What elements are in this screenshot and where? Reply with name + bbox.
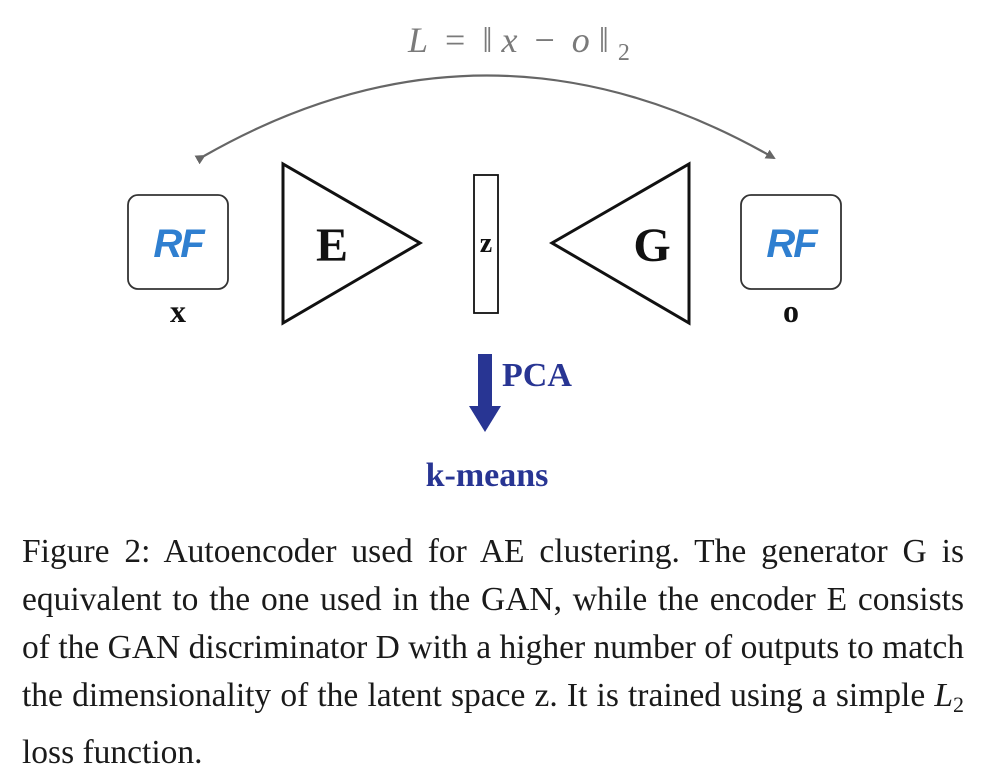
latent-label: z	[480, 228, 492, 259]
loss-subscript: 2	[618, 40, 630, 66]
encoder-label: E	[316, 219, 348, 272]
latent-bar	[473, 174, 499, 314]
input-label-x: x	[170, 293, 186, 329]
encoder-triangle	[281, 161, 423, 326]
loss-norm-open: ‖	[482, 20, 492, 60]
output-image: RF	[740, 194, 842, 290]
pca-arrow-shaft	[478, 354, 492, 408]
loss-norm-close: ‖	[599, 20, 609, 60]
caption-text-end: loss function.	[22, 734, 203, 771]
output-label-o: o	[783, 293, 799, 329]
loss-minus: −	[534, 20, 554, 60]
figure-caption: Figure 2: Autoencoder used for AE cluste…	[22, 528, 964, 777]
caption-l2-subscript: 2	[953, 692, 964, 717]
loss-arc-arrow	[194, 74, 776, 165]
loss-o: o	[572, 20, 590, 60]
loss-formula: L = ‖ x − o ‖ 2	[407, 20, 630, 66]
pca-down-arrow	[469, 354, 501, 432]
generator-label: G	[633, 219, 670, 272]
input-rf-logo: RF	[153, 222, 206, 266]
kmeans-label: k-means	[426, 457, 549, 494]
pca-label: PCA	[502, 357, 572, 394]
output-image-frame	[740, 194, 842, 290]
output-rf-logo: RF	[766, 222, 819, 266]
autoencoder-diagram: L = ‖ x − o ‖ 2 RF x E z G RF o PCA k-me…	[127, 20, 842, 494]
generator-triangle	[549, 161, 691, 326]
input-image: RF	[127, 194, 229, 290]
caption-text: Figure 2: Autoencoder used for AE cluste…	[22, 533, 964, 714]
pca-arrow-head	[469, 406, 501, 432]
caption-l2-symbol: L	[934, 677, 953, 714]
loss-equals: =	[445, 20, 465, 60]
input-image-frame	[127, 194, 229, 290]
loss-x: x	[500, 20, 517, 60]
loss-L: L	[407, 20, 428, 60]
